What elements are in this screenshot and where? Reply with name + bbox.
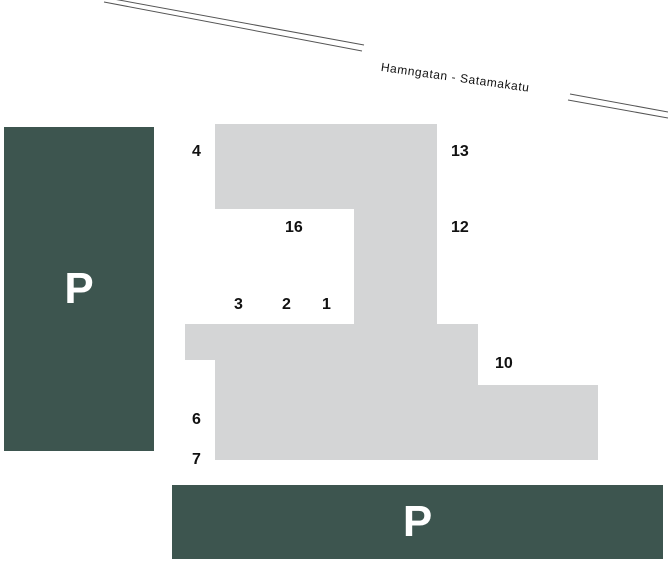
parking-area-left: P (4, 127, 154, 451)
unit-label-12: 12 (451, 219, 469, 236)
unit-label-4: 4 (192, 143, 201, 160)
street-line-upper-left (116, 0, 365, 46)
parking-label: P (402, 497, 433, 546)
street-line-lower-left (103, 1, 363, 52)
unit-label-3: 3 (234, 296, 243, 313)
street-line-upper-right (569, 93, 668, 113)
unit-label-13: 13 (451, 143, 469, 160)
unit-label-7: 7 (192, 451, 201, 468)
unit-label-2: 2 (282, 296, 291, 313)
unit-label-6: 6 (192, 411, 201, 428)
parking-area-bottom: P (172, 485, 663, 559)
street-line-lower-right (567, 99, 668, 119)
parking-label: P (64, 264, 94, 313)
unit-label-10: 10 (495, 355, 513, 372)
street-road (103, 0, 668, 119)
unit-label-1: 1 (322, 296, 331, 313)
unit-label-16: 16 (285, 219, 303, 236)
building-footprint (185, 124, 598, 460)
